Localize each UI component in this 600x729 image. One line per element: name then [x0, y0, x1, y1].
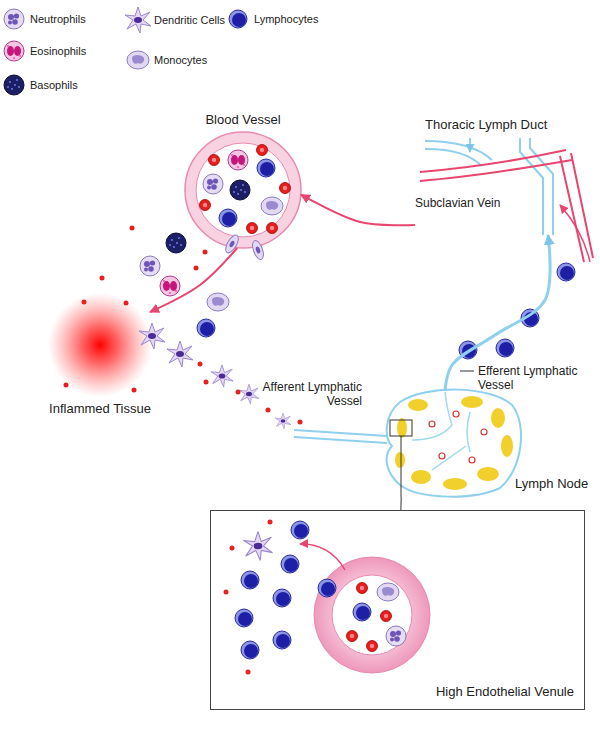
lymph-duct-node: Thoracic Lymph Duct — [415, 135, 565, 235]
migrating-cells — [139, 233, 291, 429]
node-label: Thoracic Lymph Duct — [425, 117, 547, 132]
efferent-cells — [459, 263, 575, 359]
leader-line — [460, 371, 474, 372]
node-label: Blood Vessel — [205, 112, 280, 127]
inset-leader — [400, 497, 401, 510]
migration-arrow — [150, 248, 237, 312]
legend-entry: Neutrophils — [30, 13, 86, 26]
blood-vessel-node: Blood Vessel — [185, 132, 301, 248]
venule — [300, 544, 430, 673]
afferent-vessel — [294, 430, 387, 443]
vessel-label: Efferent Lymphatic Vessel — [478, 364, 578, 392]
inset-cells — [235, 521, 309, 659]
legend-entry: Basophils — [30, 79, 78, 92]
return-arrow — [301, 195, 415, 226]
node-label: Lymph Node — [515, 476, 588, 491]
node-label: Inflammed Tissue — [49, 401, 151, 416]
antigen-dots — [64, 226, 303, 675]
legend-entry: Dendritic Cells — [154, 14, 225, 27]
lymph-node-node: Lymph Node — [383, 390, 523, 497]
vessel-label: Subclavian Vein — [415, 196, 500, 210]
legend-entry: Eosinophils — [30, 45, 86, 58]
legend-entry: Lymphocytes — [254, 13, 318, 26]
inset-box: High Endothelial Venule — [210, 510, 585, 710]
inflamed-tissue — [48, 293, 152, 397]
lymph-node — [387, 390, 521, 497]
legend-icons — [4, 7, 247, 95]
inflamed-tissue-node: Inflammed Tissue — [50, 295, 150, 395]
node-label: High Endothelial Venule — [436, 684, 574, 699]
blood-vessel — [185, 132, 301, 261]
legend-entry: Monocytes — [154, 54, 207, 67]
vessel-label: Afferent Lymphatic Vessel — [262, 380, 362, 408]
